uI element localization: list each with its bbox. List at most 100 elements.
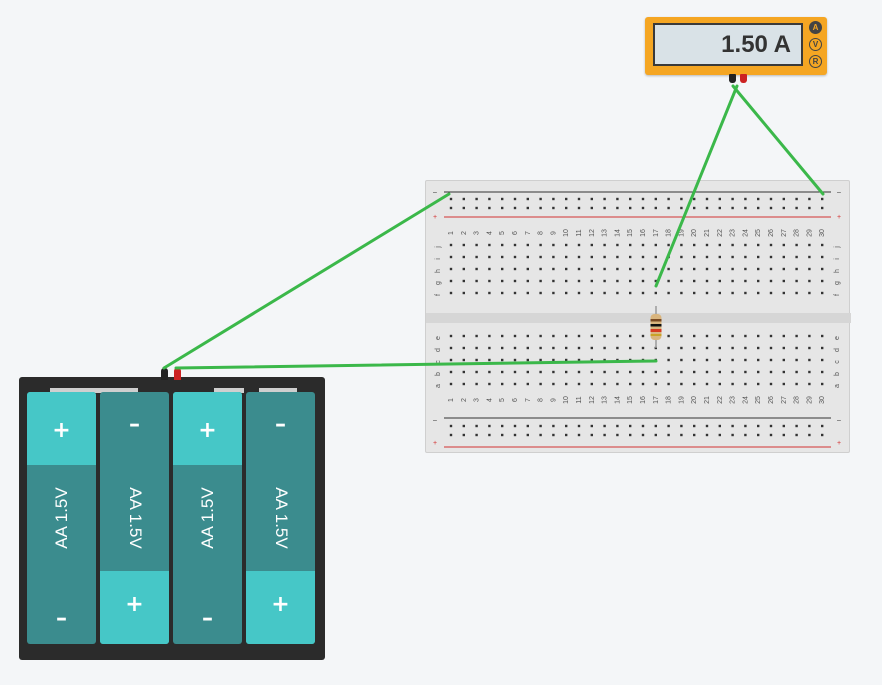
breadboard-hole[interactable] xyxy=(488,370,491,374)
breadboard-hole[interactable] xyxy=(705,279,709,283)
breadboard-hole[interactable] xyxy=(616,424,619,428)
breadboard-hole[interactable] xyxy=(757,197,760,201)
breadboard-hole[interactable] xyxy=(462,382,465,386)
breadboard-hole[interactable] xyxy=(782,243,785,247)
breadboard-hole[interactable] xyxy=(462,433,465,437)
breadboard-hole[interactable] xyxy=(629,255,632,259)
breadboard-hole[interactable] xyxy=(731,291,734,295)
breadboard-hole[interactable] xyxy=(488,346,491,350)
breadboard-hole[interactable] xyxy=(526,279,529,283)
breadboard-hole[interactable] xyxy=(821,197,824,201)
breadboard-hole[interactable] xyxy=(552,197,555,201)
breadboard-hole[interactable] xyxy=(654,382,657,386)
breadboard-hole[interactable] xyxy=(705,334,709,338)
battery-cell[interactable]: + AA 1.5V – xyxy=(27,392,96,644)
breadboard-hole[interactable] xyxy=(757,433,760,437)
breadboard-hole[interactable] xyxy=(462,197,465,201)
breadboard-hole[interactable] xyxy=(731,243,734,247)
breadboard-hole[interactable] xyxy=(718,358,721,362)
wire-battery-positive[interactable] xyxy=(174,359,658,370)
breadboard-hole[interactable] xyxy=(718,433,721,437)
breadboard-hole[interactable] xyxy=(731,424,734,428)
breadboard-hole[interactable] xyxy=(526,206,529,210)
breadboard-hole[interactable] xyxy=(795,243,798,247)
breadboard-hole[interactable] xyxy=(718,346,721,350)
breadboard-hole[interactable] xyxy=(693,279,696,283)
breadboard-hole[interactable] xyxy=(590,382,593,386)
breadboard-hole[interactable] xyxy=(475,279,478,283)
resistor[interactable] xyxy=(649,306,663,348)
breadboard-hole[interactable] xyxy=(795,255,798,259)
breadboard-hole[interactable] xyxy=(693,382,696,386)
breadboard-hole[interactable] xyxy=(603,279,606,283)
breadboard-hole[interactable] xyxy=(539,267,542,271)
breadboard-hole[interactable] xyxy=(782,346,785,350)
breadboard-hole[interactable] xyxy=(705,382,709,386)
breadboard-hole[interactable] xyxy=(757,255,760,259)
breadboard-hole[interactable] xyxy=(718,267,721,271)
battery-negative-lead[interactable] xyxy=(161,368,168,380)
breadboard-hole[interactable] xyxy=(731,279,734,283)
breadboard-hole[interactable] xyxy=(616,255,619,259)
breadboard-hole[interactable] xyxy=(629,346,632,350)
breadboard-hole[interactable] xyxy=(782,291,785,295)
breadboard-hole[interactable] xyxy=(603,433,606,437)
breadboard-hole[interactable] xyxy=(539,424,542,428)
breadboard-hole[interactable] xyxy=(475,334,478,338)
breadboard-hole[interactable] xyxy=(782,255,785,259)
breadboard-hole[interactable] xyxy=(488,334,491,338)
breadboard-hole[interactable] xyxy=(705,255,709,259)
breadboard-hole[interactable] xyxy=(577,243,581,247)
breadboard-hole[interactable] xyxy=(693,267,696,271)
breadboard-hole[interactable] xyxy=(539,346,542,350)
breadboard-hole[interactable] xyxy=(462,334,465,338)
breadboard-hole[interactable] xyxy=(501,291,504,295)
breadboard-hole[interactable] xyxy=(552,424,555,428)
breadboard-hole[interactable] xyxy=(539,206,542,210)
breadboard-hole[interactable] xyxy=(475,346,478,350)
breadboard-hole[interactable] xyxy=(705,243,709,247)
breadboard-hole[interactable] xyxy=(705,197,709,201)
wire-battery-negative[interactable] xyxy=(162,192,451,370)
voltmeter-mode-button[interactable]: V xyxy=(809,38,822,51)
breadboard-hole[interactable] xyxy=(539,334,542,338)
breadboard-hole[interactable] xyxy=(616,370,619,374)
breadboard-hole[interactable] xyxy=(795,346,798,350)
breadboard-hole[interactable] xyxy=(769,370,773,374)
breadboard-hole[interactable] xyxy=(821,433,824,437)
breadboard-hole[interactable] xyxy=(821,291,824,295)
breadboard-hole[interactable] xyxy=(641,255,645,259)
breadboard-hole[interactable] xyxy=(782,370,785,374)
breadboard-hole[interactable] xyxy=(462,424,465,428)
breadboard-hole[interactable] xyxy=(769,382,773,386)
breadboard-hole[interactable] xyxy=(488,206,491,210)
breadboard-hole[interactable] xyxy=(462,243,465,247)
breadboard-hole[interactable] xyxy=(821,370,824,374)
breadboard-hole[interactable] xyxy=(757,424,760,428)
breadboard-hole[interactable] xyxy=(475,433,478,437)
breadboard-hole[interactable] xyxy=(667,346,670,350)
breadboard-hole[interactable] xyxy=(667,291,670,295)
breadboard-hole[interactable] xyxy=(590,291,593,295)
breadboard-hole[interactable] xyxy=(513,255,517,259)
breadboard-hole[interactable] xyxy=(565,279,568,283)
breadboard-hole[interactable] xyxy=(565,334,568,338)
breadboard-hole[interactable] xyxy=(731,358,734,362)
breadboard-hole[interactable] xyxy=(513,206,517,210)
breadboard-hole[interactable] xyxy=(705,433,709,437)
breadboard-hole[interactable] xyxy=(629,206,632,210)
breadboard-hole[interactable] xyxy=(641,206,645,210)
breadboard-hole[interactable] xyxy=(680,433,683,437)
breadboard-hole[interactable] xyxy=(526,433,529,437)
breadboard-hole[interactable] xyxy=(629,424,632,428)
breadboard-hole[interactable] xyxy=(603,346,606,350)
breadboard-hole[interactable] xyxy=(616,206,619,210)
breadboard-hole[interactable] xyxy=(680,279,683,283)
breadboard-hole[interactable] xyxy=(654,206,657,210)
breadboard-hole[interactable] xyxy=(603,243,606,247)
breadboard-hole[interactable] xyxy=(629,433,632,437)
breadboard-hole[interactable] xyxy=(821,279,824,283)
breadboard-hole[interactable] xyxy=(693,206,696,210)
breadboard-hole[interactable] xyxy=(616,197,619,201)
